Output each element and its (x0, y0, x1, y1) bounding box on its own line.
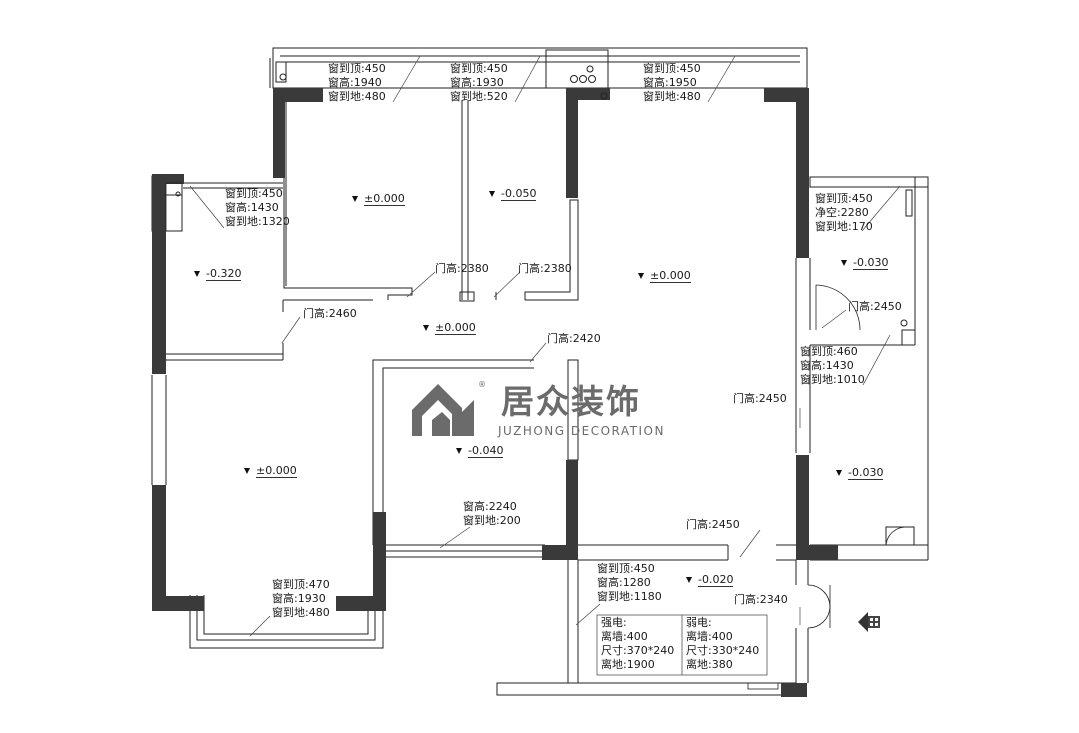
level-kitchen-top-right: -0.030 (841, 256, 889, 270)
window-floor: 窗到地:1320 (225, 215, 290, 228)
level-bedroom-bottom-left: ±0.000 (244, 464, 297, 478)
level-marker-icon (456, 448, 462, 454)
leader-lines (189, 55, 901, 637)
logo-name-cn: 居众装饰 (501, 382, 641, 421)
level-marker-icon (841, 260, 847, 266)
strong-electric-box: 强电: 离墙:400 尺寸:370*240 离地:1900 (601, 616, 674, 672)
window-spec-w1: 窗到顶:450 窗高:1940 窗到地:480 (328, 62, 386, 104)
window-frames (151, 47, 929, 649)
window-height: 窗高:2240 (463, 500, 517, 513)
level-marker-icon (686, 577, 692, 583)
window-spec-w2: 窗到顶:450 窗高:1930 窗到地:520 (450, 62, 508, 104)
window-spec-w3: 窗到顶:450 窗高:1950 窗到地:480 (643, 62, 701, 104)
door-height-d1: 门高:2380 (435, 262, 489, 275)
window-top: 窗到顶:450 (815, 192, 873, 205)
window-height: 窗高:1280 (597, 576, 651, 589)
door-height-d2: 门高:2380 (518, 262, 572, 275)
window-height: 窗高:1940 (328, 76, 382, 89)
level-entry: -0.020 (686, 573, 734, 587)
weak-electric-floor: 离地:380 (686, 658, 733, 671)
window-top: 窗到顶:450 (643, 62, 701, 75)
level-corridor: ±0.000 (423, 321, 476, 335)
window-spec-w9: 窗到顶:450 窗高:1280 窗到地:1180 (597, 562, 662, 604)
interior-walls (151, 58, 928, 696)
door-height-d5: 门高:2450 (848, 300, 902, 313)
window-floor: 窗到地:1010 (800, 373, 865, 386)
level-bedroom-top-left: ±0.000 (352, 192, 405, 206)
window-floor: 窗到地:480 (643, 90, 701, 103)
window-height: 窗高:1430 (800, 359, 854, 372)
registered-mark: ® (478, 380, 486, 389)
window-height: 窗高:1430 (225, 201, 279, 214)
window-spec-w8: 窗到顶:470 窗高:1930 窗到地:480 (272, 578, 330, 620)
door-height-d8: 门高:2340 (734, 593, 788, 606)
window-floor: 窗到地:480 (272, 606, 330, 619)
window-clear: 净空:2280 (815, 206, 869, 219)
strong-electric-wall: 离墙:400 (601, 630, 648, 643)
door-height-d4: 门高:2420 (547, 332, 601, 345)
door-height-d7: 门高:2450 (686, 518, 740, 531)
level-marker-icon (352, 196, 358, 202)
logo-mark-icon (412, 384, 474, 436)
weak-electric-size: 尺寸:330*240 (686, 644, 760, 657)
level-bedroom-top-mid: -0.050 (489, 187, 537, 201)
window-top: 窗到顶:460 (800, 345, 858, 358)
stove-icon (175, 65, 908, 327)
company-logo: ® 居众装饰 JUZHONG DECORATION (408, 380, 678, 442)
entry-arrow-icon (858, 612, 880, 632)
window-top: 窗到顶:450 (328, 62, 386, 75)
door-height-d3: 门高:2460 (303, 307, 357, 320)
level-marker-icon (194, 271, 200, 277)
door-height-d6: 门高:2450 (733, 392, 787, 405)
strong-electric-size: 尺寸:370*240 (601, 644, 675, 657)
strong-electric-title: 强电: (601, 616, 627, 629)
window-floor: 窗到地:170 (815, 220, 873, 233)
logo-name-en: JUZHONG DECORATION (498, 424, 665, 438)
door-swings (165, 182, 907, 690)
level-balcony-left: -0.320 (194, 267, 242, 281)
window-floor: 窗到地:520 (450, 90, 508, 103)
level-bath-right: -0.030 (836, 466, 884, 480)
window-top: 窗到顶:450 (225, 187, 283, 200)
level-marker-icon (836, 470, 842, 476)
window-floor: 窗到地:480 (328, 90, 386, 103)
window-top: 窗到顶:450 (450, 62, 508, 75)
weak-electric-title: 弱电: (686, 616, 712, 629)
window-height: 窗高:1930 (272, 592, 326, 605)
window-spec-w6: 窗到顶:460 窗高:1430 窗到地:1010 (800, 345, 865, 387)
window-height: 窗高:1950 (643, 76, 697, 89)
level-study: -0.040 (456, 444, 504, 458)
level-marker-icon (638, 273, 644, 279)
strong-electric-floor: 离地:1900 (601, 658, 655, 671)
level-marker-icon (423, 325, 429, 331)
weak-electric-box: 弱电: 离墙:400 尺寸:330*240 离地:380 (686, 616, 759, 672)
window-spec-w7: 窗高:2240 窗到地:200 (463, 500, 521, 528)
level-living-right: ±0.000 (638, 269, 691, 283)
window-spec-w5: 窗到顶:450 净空:2280 窗到地:170 (815, 192, 873, 234)
electric-box-table (596, 614, 768, 676)
window-height: 窗高:1930 (450, 76, 504, 89)
level-marker-icon (489, 191, 495, 197)
window-spec-w4: 窗到顶:450 窗高:1430 窗到地:1320 (225, 187, 290, 229)
structural-walls (152, 88, 838, 697)
window-top: 窗到顶:470 (272, 578, 330, 591)
window-floor: 窗到地:200 (463, 514, 521, 527)
window-top: 窗到顶:450 (597, 562, 655, 575)
window-floor: 窗到地:1180 (597, 590, 662, 603)
weak-electric-wall: 离墙:400 (686, 630, 733, 643)
level-marker-icon (244, 468, 250, 474)
